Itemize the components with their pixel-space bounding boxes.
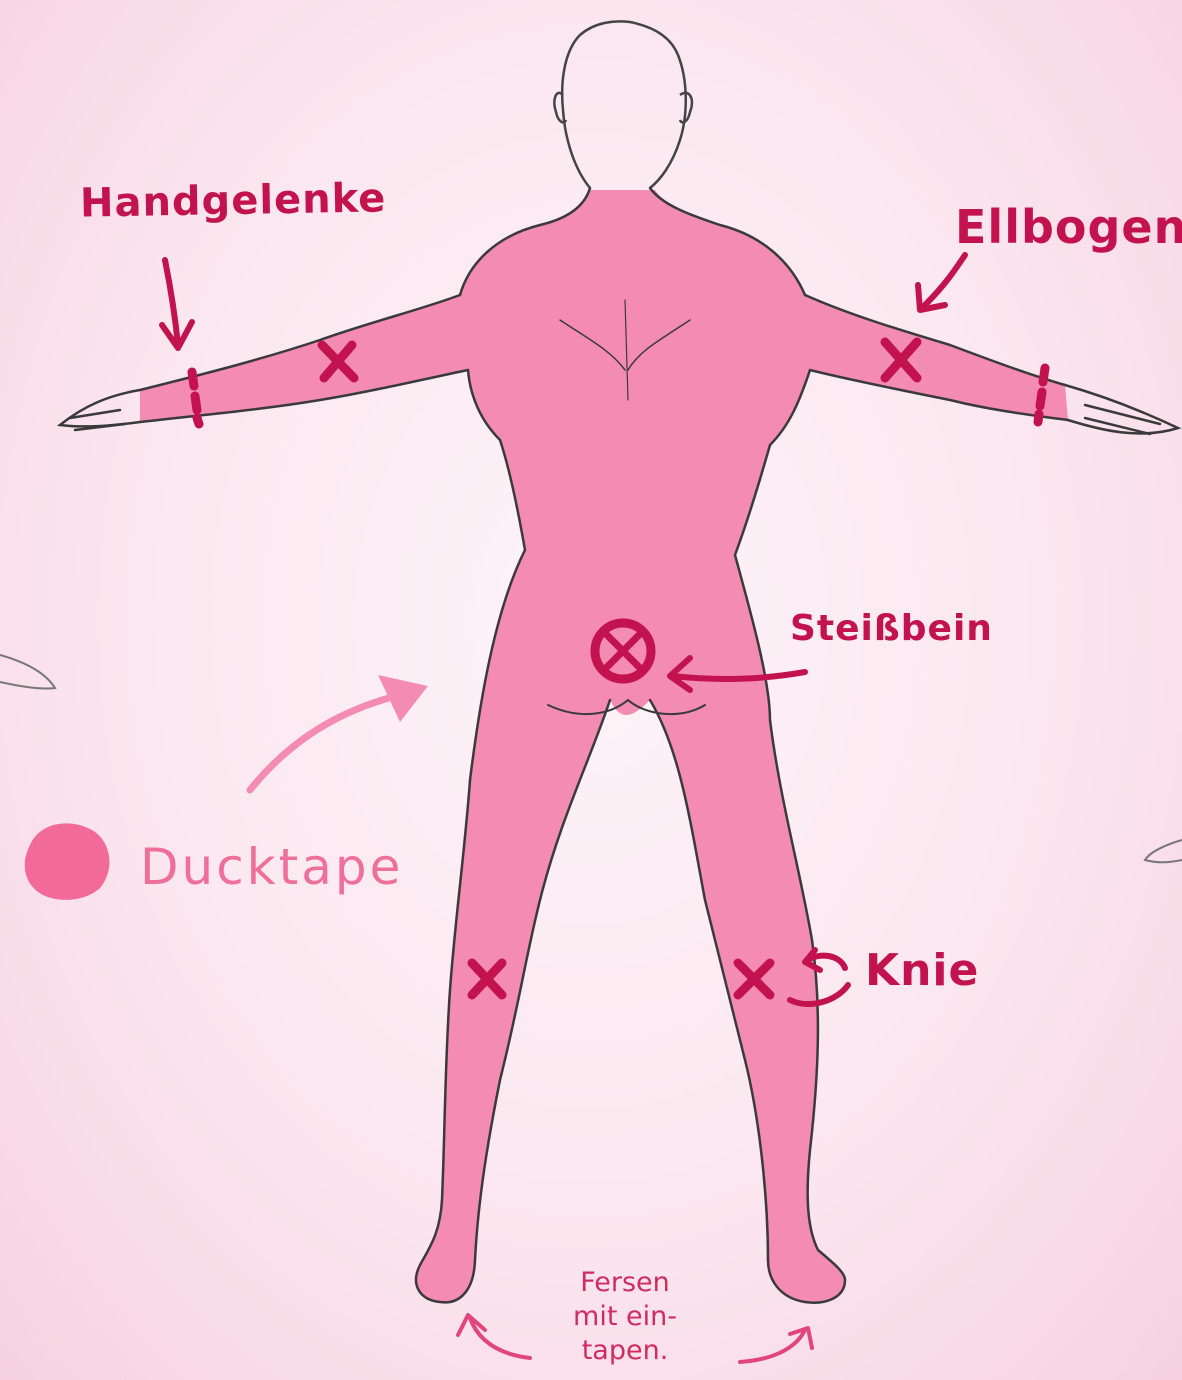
side-hand-fragment-right bbox=[1145, 840, 1182, 862]
arrow-heel-left bbox=[458, 1315, 530, 1358]
legend-arrow bbox=[250, 695, 400, 790]
label-knee: Knie bbox=[865, 945, 979, 996]
body-fill bbox=[140, 190, 1068, 1303]
label-coccyx: Steißbein bbox=[790, 608, 993, 649]
legend-swatch bbox=[25, 823, 110, 899]
label-wrists: Handgelenke bbox=[80, 175, 387, 226]
heel-note: Fersen mit ein- tapen. bbox=[530, 1266, 720, 1368]
legend-label: Ducktape bbox=[140, 838, 403, 896]
arrow-elbows bbox=[918, 255, 965, 310]
arrow-wrists bbox=[162, 260, 192, 348]
heel-note-line3: tapen. bbox=[530, 1334, 720, 1368]
taped-body bbox=[140, 190, 1068, 1303]
head bbox=[554, 21, 692, 188]
heel-note-line2: mit ein- bbox=[530, 1300, 720, 1334]
arrow-heel-right bbox=[740, 1328, 812, 1362]
heel-note-line1: Fersen bbox=[530, 1266, 720, 1300]
label-elbows: Ellbogen bbox=[955, 200, 1182, 254]
side-hand-fragment-left bbox=[0, 655, 55, 689]
